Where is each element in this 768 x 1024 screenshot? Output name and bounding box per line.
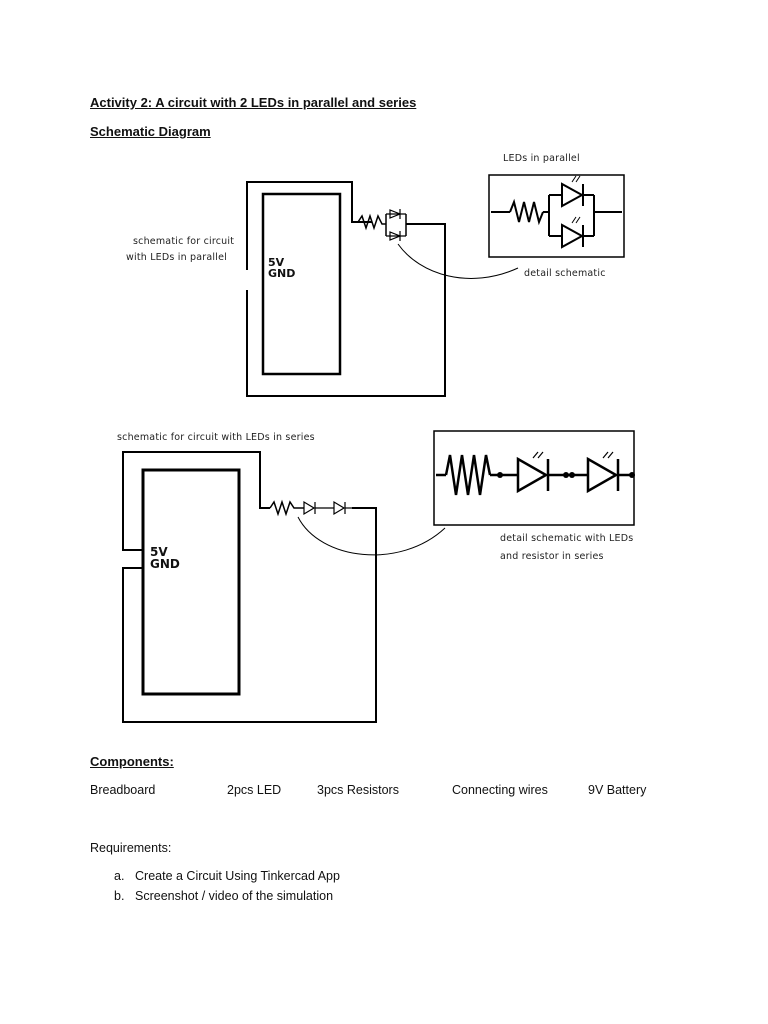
requirement-marker: b. [114,889,125,903]
requirement-text: Screenshot / video of the simulation [135,889,334,903]
parallel-side-label-2: with LEDs in parallel [126,252,227,263]
parallel-board-5v: 5V [268,256,285,269]
parallel-detail-title: LEDs in parallel [503,153,580,164]
requirement-marker: a. [114,869,125,883]
series-board-5v: 5V [150,545,168,559]
requirement-text: Create a Circuit Using Tinkercad App [135,869,340,883]
series-detail-caption-2: and resistor in series [500,551,604,562]
components-heading: Components: [90,754,174,769]
series-board-gnd: GND [150,557,180,571]
requirements-heading: Requirements: [90,841,172,855]
schematic-heading: Schematic Diagram [90,124,211,139]
series-title: schematic for circuit with LEDs in serie… [117,432,315,443]
component-item: Breadboard [90,783,156,797]
activity-title: Activity 2: A circuit with 2 LEDs in par… [90,95,417,110]
parallel-side-label-1: schematic for circuit [133,236,235,247]
component-item: 3pcs Resistors [317,783,399,797]
component-item: 9V Battery [588,783,647,797]
parallel-detail-caption: detail schematic [524,268,606,279]
component-item: 2pcs LED [227,783,282,797]
component-item: Connecting wires [452,783,548,797]
series-detail-caption-1: detail schematic with LEDs [500,533,634,544]
parallel-board-gnd: GND [268,267,296,280]
